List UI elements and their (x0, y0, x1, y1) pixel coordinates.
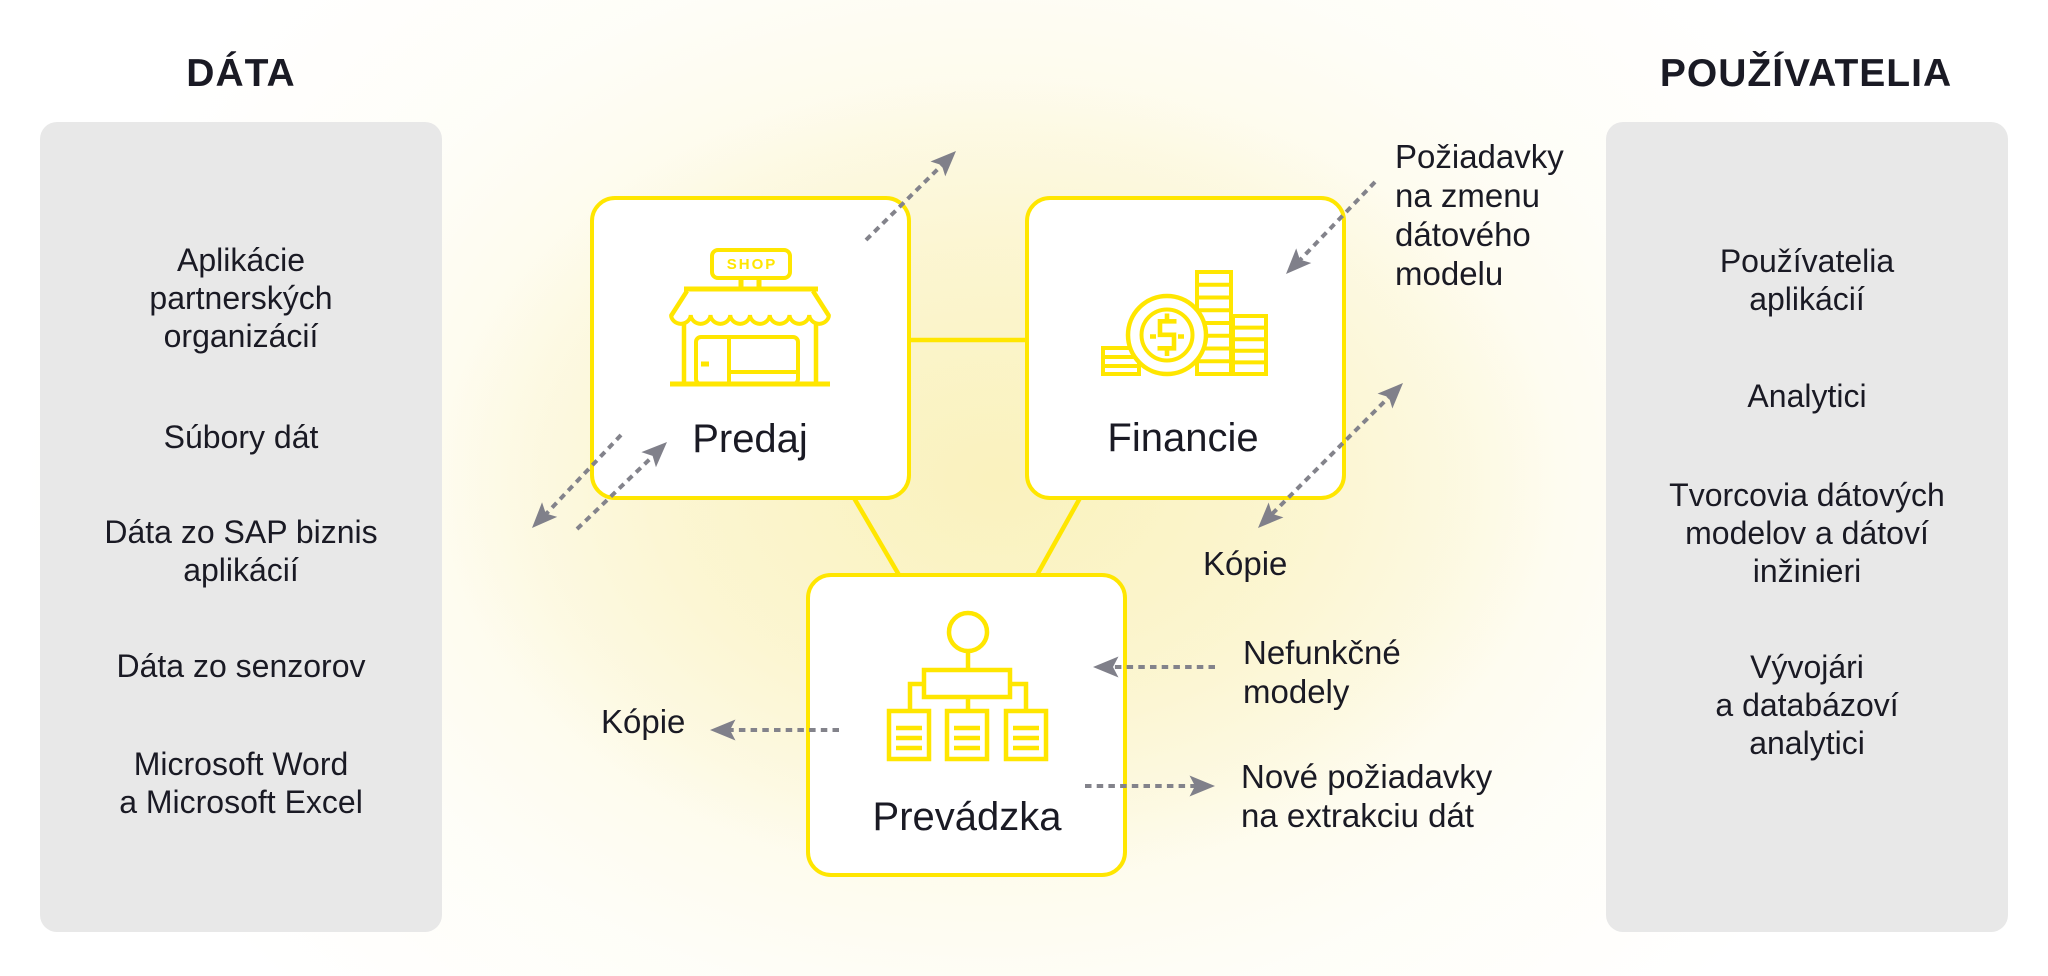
svg-text:SHOP: SHOP (727, 256, 778, 273)
